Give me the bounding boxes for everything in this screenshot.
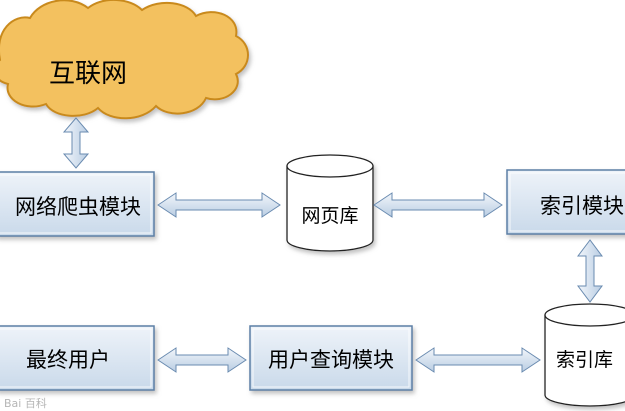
query-module-box: 用户查询模块 [249, 325, 413, 391]
end-user-box: 最终用户 [0, 325, 155, 391]
webpage-db-label: 网页库 [301, 205, 358, 227]
query-module-label: 用户查询模块 [268, 348, 394, 372]
arrow-internet-crawler [62, 117, 90, 169]
index-db-label: 索引库 [556, 349, 613, 371]
webpage-db-cylinder: 网页库 [286, 154, 374, 252]
indexer-module-box: 索引模块 [506, 169, 625, 235]
arrow-webpage-db-indexer [373, 192, 503, 218]
arrow-crawler-webpage-db [157, 192, 281, 218]
watermark-text: Bai 百科 [4, 396, 47, 410]
index-db-cylinder: 索引库 [544, 303, 625, 407]
cloud-shape [0, 0, 249, 120]
arrow-query-index-db [415, 347, 541, 373]
arrow-indexer-index-db [577, 239, 603, 303]
crawler-module-box: 网络爬虫模块 [0, 171, 155, 237]
watermark: Bai 百科 [4, 396, 47, 410]
internet-label: 互联网 [49, 59, 127, 89]
indexer-module-label: 索引模块 [540, 194, 624, 218]
arrow-end-user-query [157, 347, 247, 373]
crawler-module-label: 网络爬虫模块 [15, 195, 141, 219]
internet-cloud: 互联网 [0, 0, 249, 120]
end-user-label: 最终用户 [26, 348, 110, 372]
